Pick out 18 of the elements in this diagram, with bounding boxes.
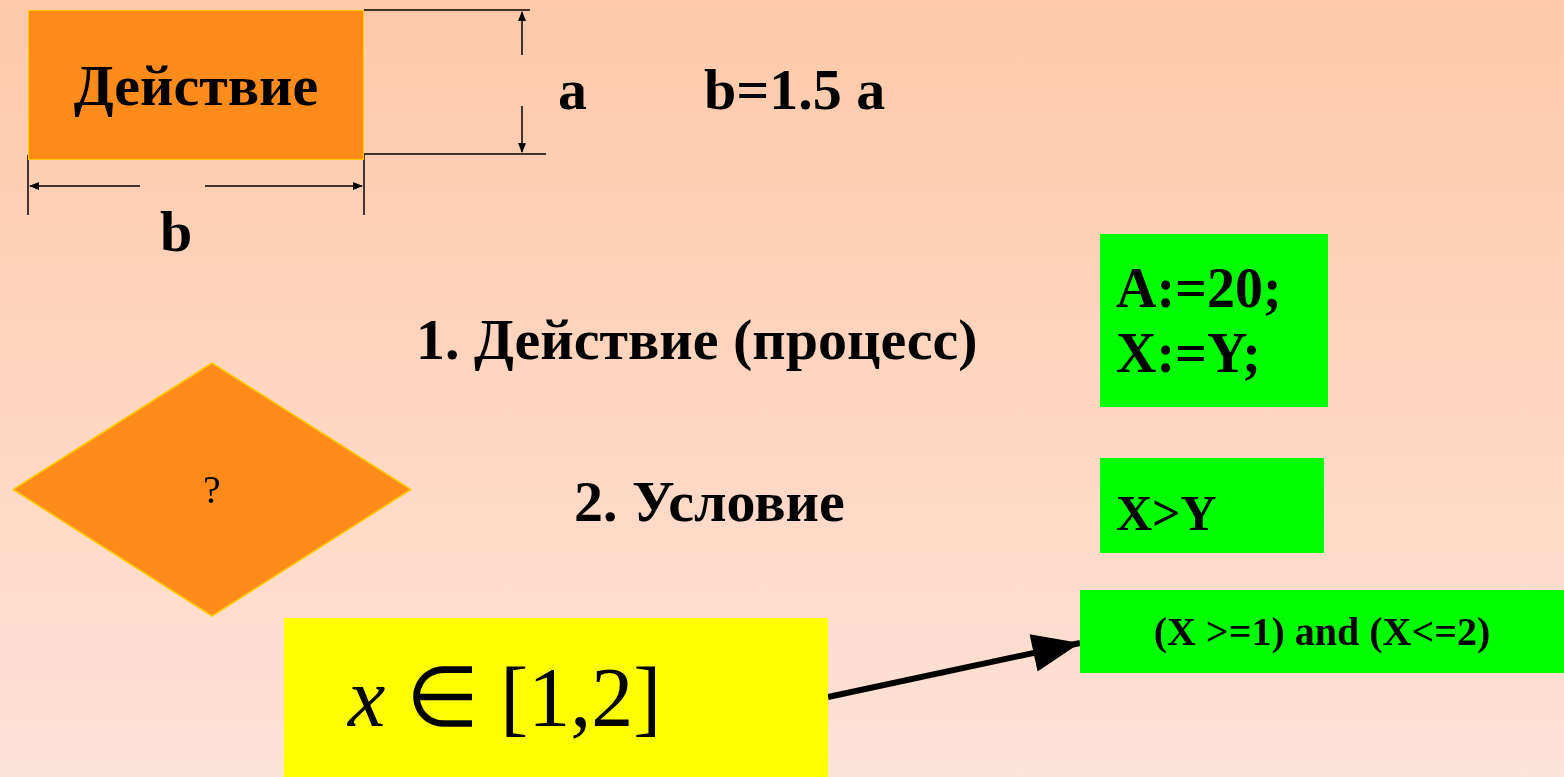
node-text: (X >=1) and (X<=2) [1153, 607, 1491, 656]
node-text: ? [203, 465, 221, 514]
code-box [1100, 234, 1328, 407]
process-box [28, 10, 364, 160]
node-text: X>Y [1116, 484, 1217, 543]
condition-box [1100, 458, 1324, 553]
math-box [284, 618, 828, 777]
node-text: A:=20; X:=Y; [1116, 256, 1283, 385]
condition-box [1080, 590, 1564, 673]
dimension-label: b=1.5 a [704, 56, 886, 124]
item-label: 1. Действие (процесс) [416, 306, 978, 374]
dimension-label: a [558, 56, 587, 124]
dimension-label: b [160, 198, 193, 266]
node-text: Действие [73, 51, 319, 120]
arrow [827, 634, 1081, 700]
math-expression: x ∈ [1,2] [348, 649, 662, 746]
decision-diamond [12, 362, 412, 617]
item-label: 2. Условие [574, 468, 845, 536]
